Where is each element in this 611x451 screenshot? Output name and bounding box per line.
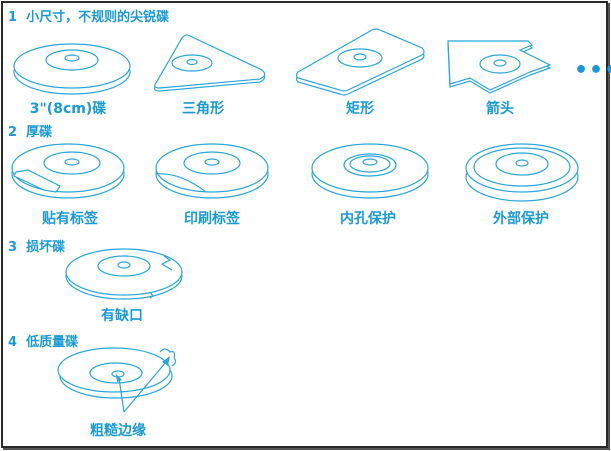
cracked-disc-icon: [65, 248, 183, 300]
section-title: 损坏碟: [26, 240, 66, 255]
label-inner-ring: 内孔保护: [340, 211, 396, 227]
label-arrow: 箭头: [486, 101, 514, 117]
section-number: 2: [8, 125, 18, 140]
label-rectangle: 矩形: [346, 101, 374, 117]
label-triangle: 三角形: [182, 101, 224, 117]
section-number: 1: [8, 10, 18, 25]
section-4-heading: 4 低质量碟: [8, 331, 78, 350]
label-cracked: 有缺口: [101, 308, 143, 324]
section-title: 低质量碟: [26, 335, 79, 350]
disc-with-sticker-icon: [11, 143, 125, 199]
round-disc-icon: [13, 43, 131, 95]
section-title: 厚碟: [26, 125, 53, 140]
section-1-heading: 1 小尺寸，不规则的尖锐碟: [8, 6, 169, 25]
section-3-heading: 3 损坏碟: [8, 236, 65, 255]
label-3inch-disc: 3"(8cm)碟: [29, 101, 107, 117]
triangle-disc-icon: [154, 34, 266, 92]
section-title: 小尺寸，不规则的尖锐碟: [26, 10, 170, 25]
section-number: 4: [8, 335, 18, 350]
rough-edge-disc-icon: [57, 347, 177, 413]
label-rough-edge: 粗糙边缘: [90, 423, 146, 439]
rectangle-disc-icon: [295, 28, 425, 96]
label-sticker: 贴有标签: [42, 211, 98, 227]
more-shapes-ellipsis: •••: [574, 58, 611, 83]
disc-outer-ring-icon: [465, 143, 579, 202]
section-number: 3: [8, 240, 18, 255]
label-outer-ring: 外部保护: [493, 211, 549, 227]
disc-inner-ring-icon: [311, 143, 429, 199]
arrow-disc-icon: [447, 40, 552, 94]
section-2-heading: 2 厚碟: [8, 121, 52, 140]
label-printed-label: 印刷标签: [184, 211, 240, 227]
disc-with-printed-label-icon: [155, 143, 269, 199]
